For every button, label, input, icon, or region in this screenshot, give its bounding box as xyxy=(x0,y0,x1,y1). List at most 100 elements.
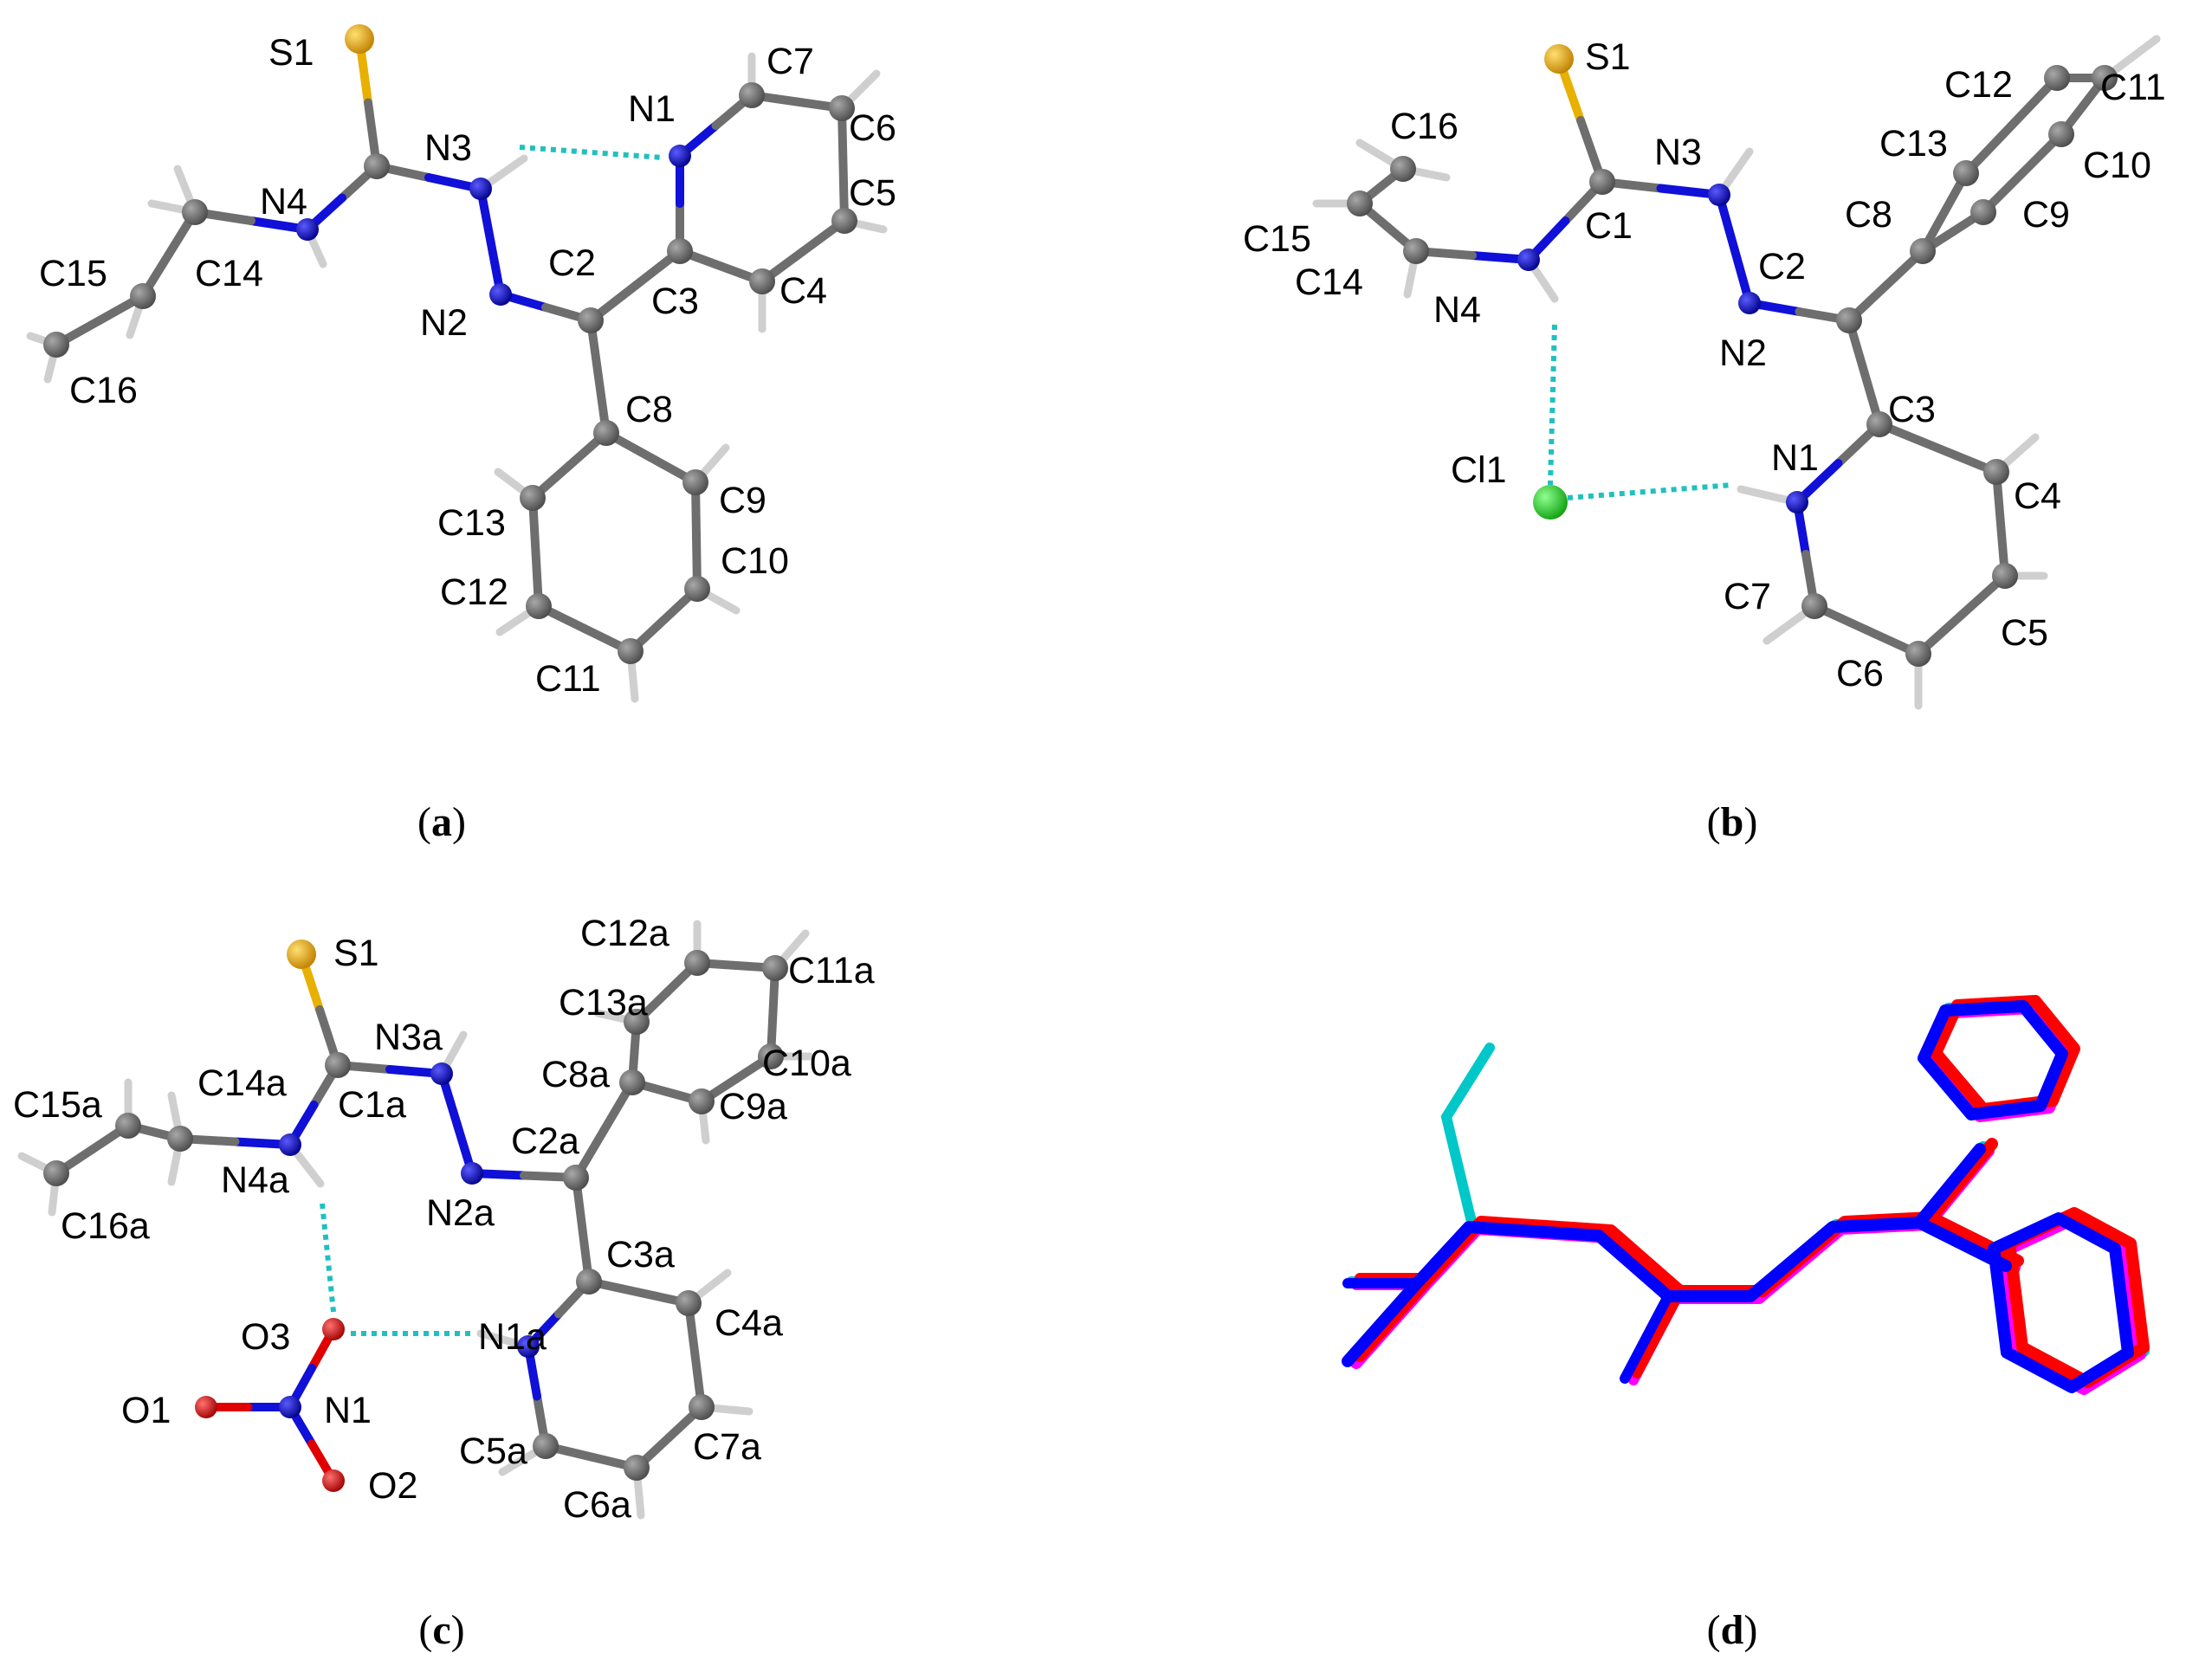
atom-c15a xyxy=(115,1113,141,1139)
atom-label: C3 xyxy=(651,281,699,322)
atom-label: N2 xyxy=(1719,333,1767,374)
atom-label: O1 xyxy=(121,1390,171,1431)
atom-c5 xyxy=(831,208,857,234)
atom-n4a xyxy=(279,1133,301,1156)
caption-d: (d) xyxy=(1707,1607,1758,1653)
atom-c16a xyxy=(43,1160,69,1186)
atom-label: C4 xyxy=(779,270,827,312)
atom-label: C10 xyxy=(2083,145,2151,186)
atom-c12a xyxy=(684,950,710,976)
atom-c7a xyxy=(533,1433,559,1459)
atom-c1 xyxy=(1589,169,1615,195)
atom-n2a xyxy=(461,1162,483,1185)
atom-label: C14 xyxy=(1295,262,1363,303)
overlay-ring-bottom xyxy=(1988,1212,2134,1393)
atom-label: N3 xyxy=(1654,132,1702,173)
atom-label: N1 xyxy=(1771,437,1819,479)
overlay-branch xyxy=(1925,1211,2024,1267)
atom-c13a xyxy=(624,1009,650,1035)
atom-label: N3 xyxy=(424,127,472,169)
caption-c: (c) xyxy=(418,1607,464,1653)
atom-c16 xyxy=(1390,156,1416,182)
atom-s1 xyxy=(345,24,374,54)
atom-c14a xyxy=(167,1126,193,1152)
overlay-ring-bottom xyxy=(2003,1207,2150,1388)
atom-o3 xyxy=(322,1318,345,1340)
atom-c8 xyxy=(593,420,619,446)
overlay-ethyl xyxy=(1440,1043,1495,1230)
atom-label: C9a xyxy=(719,1086,787,1127)
atom-c5 xyxy=(1992,563,2018,589)
atom-s1 xyxy=(1544,44,1574,74)
atom-c7 xyxy=(1801,593,1827,619)
atom-label: S1 xyxy=(1585,36,1631,78)
hydrogen-bond-dashed xyxy=(1567,482,1733,500)
atom-label: N4 xyxy=(260,181,307,223)
atom-c14 xyxy=(182,199,208,225)
atom-c2a xyxy=(563,1165,589,1191)
atom-label: C8 xyxy=(625,389,673,430)
atom-c4a xyxy=(676,1290,702,1316)
atom-label: C2 xyxy=(1758,246,1806,287)
atom-c16 xyxy=(43,332,69,358)
atom-label: N2a xyxy=(426,1192,495,1234)
overlay-thio xyxy=(1620,1291,1673,1384)
atom-label: C5 xyxy=(2001,612,2048,654)
atom-label: N2 xyxy=(420,302,468,344)
atom-n3 xyxy=(469,178,492,200)
overlay-thio xyxy=(1632,1286,1685,1379)
atom-label: C13 xyxy=(437,502,506,544)
atom-label: C13 xyxy=(1879,123,1948,165)
atom-label: C9 xyxy=(2022,194,2070,236)
atom-n4 xyxy=(1517,249,1540,271)
atom-label: C12 xyxy=(1944,64,2013,106)
atom-label: C4 xyxy=(2014,475,2061,517)
atom-c3 xyxy=(1866,411,1892,437)
atom-label: C15a xyxy=(13,1084,102,1126)
atom-c6 xyxy=(1905,641,1931,667)
atom-c13 xyxy=(520,485,546,511)
atom-o1 xyxy=(195,1396,217,1418)
atom-label: C10a xyxy=(762,1043,851,1084)
atom-label: C3 xyxy=(1888,389,1936,430)
atom-label: C5a xyxy=(459,1430,527,1472)
atom-label: C6 xyxy=(849,107,896,149)
atom-label: C15 xyxy=(39,253,107,294)
atom-o2 xyxy=(322,1469,345,1492)
atom-label: C7 xyxy=(766,41,814,82)
atom-label: C14a xyxy=(197,1062,287,1104)
atom-label: C16 xyxy=(69,370,138,411)
atom-label: C15 xyxy=(1243,218,1311,260)
atom-c1 xyxy=(364,153,390,179)
atom-label: C16 xyxy=(1390,106,1458,147)
atom-label: C11 xyxy=(2100,67,2166,108)
atom-c5a xyxy=(689,1394,715,1420)
atom-c4 xyxy=(1983,459,2009,485)
atom-label: C2 xyxy=(548,242,596,284)
atom-label: C11a xyxy=(788,950,875,991)
atom-label: C3a xyxy=(606,1234,675,1275)
atom-c11a xyxy=(762,955,788,981)
caption-a: (a) xyxy=(417,799,466,845)
atom-c9 xyxy=(682,469,708,495)
atom-c15 xyxy=(130,283,156,309)
caption-b: (b) xyxy=(1707,799,1758,845)
atom-label: C8 xyxy=(1845,194,1892,236)
atom-c4 xyxy=(749,268,775,294)
atom-n2 xyxy=(489,283,512,306)
atom-label: C13a xyxy=(559,982,648,1023)
atom-c2 xyxy=(578,307,604,333)
hydrogen-bond-dashed xyxy=(519,145,663,160)
atom-label: N1 xyxy=(628,88,676,130)
atom-c1a xyxy=(325,1052,351,1078)
atom-label: O3 xyxy=(241,1316,290,1358)
atom-c3a xyxy=(576,1269,602,1295)
atom-label: N4a xyxy=(221,1159,289,1201)
atom-n1 xyxy=(279,1396,301,1418)
atom-c8 xyxy=(1910,238,1936,264)
overlay-ring-top xyxy=(1918,1000,2068,1120)
atom-n1 xyxy=(669,145,691,167)
atom-c11 xyxy=(618,638,644,664)
